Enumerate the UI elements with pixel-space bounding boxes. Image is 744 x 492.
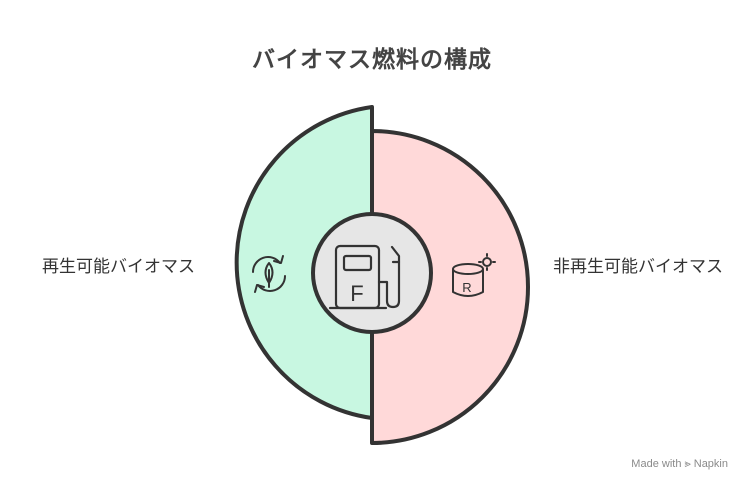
fuel-letter: F [350, 281, 363, 306]
database-cog-icon [452, 253, 496, 297]
renewable-segment [234, 105, 374, 420]
badge-letter: R [462, 280, 471, 295]
non-renewable-label: 非再生可能バイオマス [553, 257, 723, 277]
napkin-watermark[interactable]: Made with ⪢ Napkin [631, 458, 728, 470]
fuel-pump-icon [328, 244, 401, 310]
center-circle [311, 212, 433, 334]
leaf-recycle-icon [252, 255, 286, 293]
page-title: バイオマス燃料の構成 [252, 47, 492, 73]
non-renewable-segment [370, 129, 530, 445]
renewable-label: 再生可能バイオマス [42, 257, 195, 277]
